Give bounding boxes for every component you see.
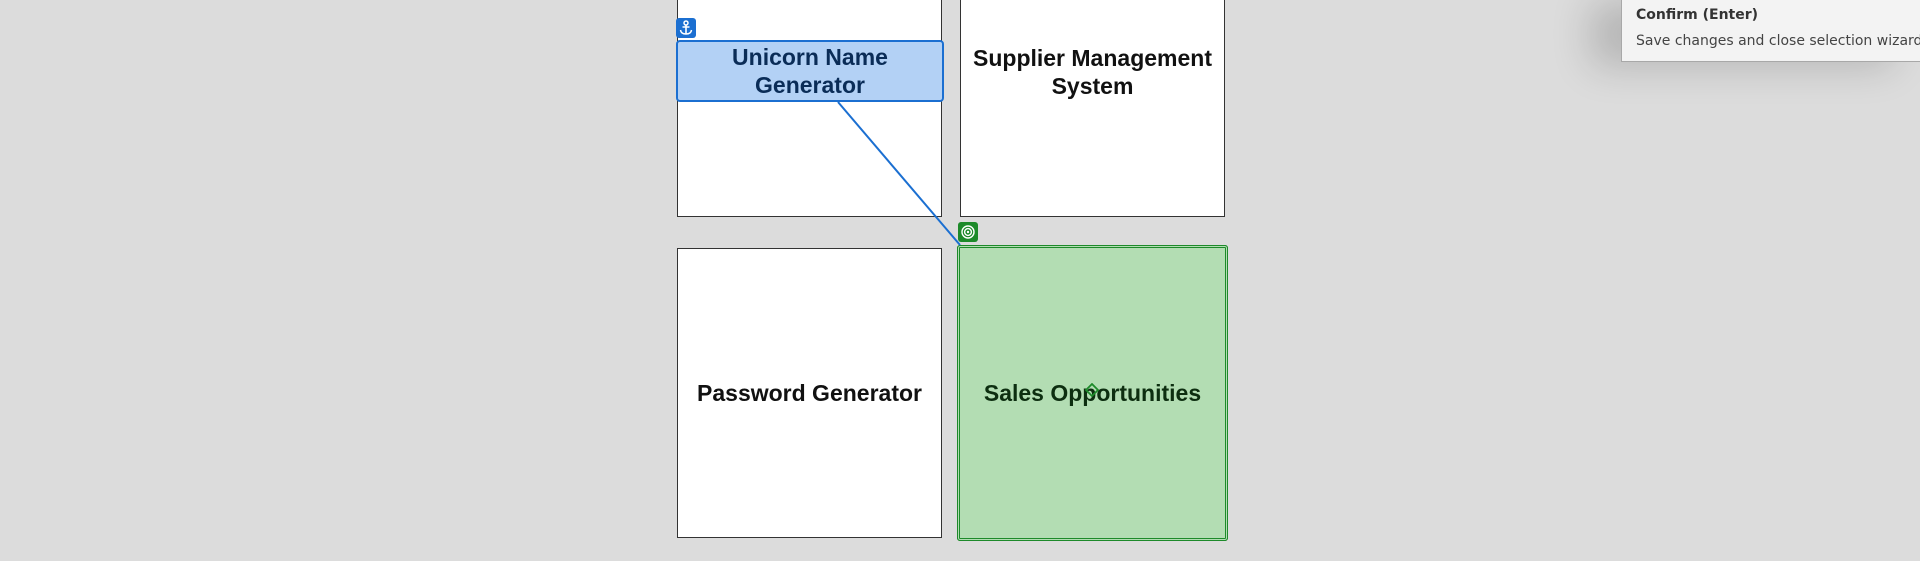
box-password-generator[interactable]: Password Generator [677, 248, 942, 538]
box-supplier-management-system[interactable]: Supplier Management System [960, 0, 1225, 217]
tooltip-title: Confirm (Enter) [1636, 7, 1759, 23]
drag-handle-icon[interactable] [1085, 383, 1099, 397]
source-label-selected[interactable]: Unicorn Name Generator [676, 40, 944, 102]
box-unicorn-name-generator[interactable] [677, 0, 942, 217]
box-label: Supplier Management System [973, 45, 1212, 99]
box-label: Password Generator [697, 380, 922, 406]
tooltip-description: Save changes and close selection wizard. [1636, 33, 1920, 49]
anchor-icon[interactable] [676, 18, 696, 38]
confirm-tooltip: Confirm (Enter) Save changes and close s… [1621, 0, 1920, 62]
box-label: Unicorn Name Generator [732, 44, 888, 98]
target-icon[interactable] [958, 222, 978, 242]
